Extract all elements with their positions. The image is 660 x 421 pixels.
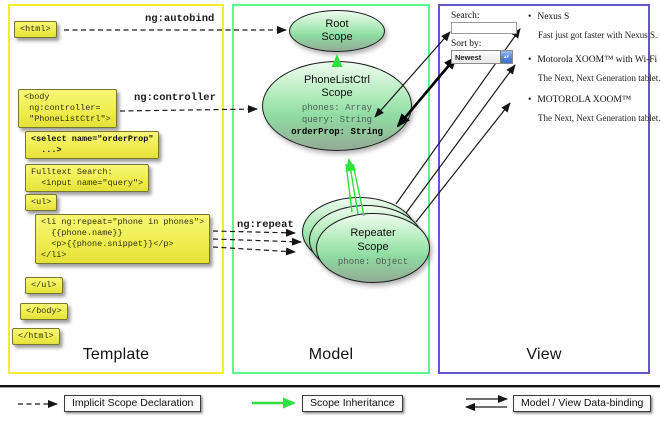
phonelistctrl-scope-title: PhoneListCtrl Scope xyxy=(303,73,371,99)
model-column-label: Model xyxy=(308,346,354,363)
code-html-close: </html> xyxy=(12,328,60,346)
code-body-open: <body ng:controller= "PhoneListCtrl"> xyxy=(18,89,117,129)
legend-implicit-scope-declaration: Implicit Scope Declaration xyxy=(64,395,202,412)
code-li-repeat: <li ng:repeat="phone in phones"> {{phone… xyxy=(35,214,211,265)
list-item-title: • MOTOROLA XOOM™ xyxy=(528,95,631,105)
ng-repeat-label: ng:repeat xyxy=(237,219,294,231)
item-3-snippet: The Next, Next Generation tablet. xyxy=(538,113,660,123)
sort-dropdown[interactable]: Newest ▴▾ xyxy=(451,50,513,64)
code-ul-open: <ul> xyxy=(25,194,58,212)
code-body-close: </body> xyxy=(20,303,68,321)
view-column-label: View xyxy=(526,346,562,363)
phonelistctrl-scope-ellipse: PhoneListCtrl Scope phones: Array query:… xyxy=(262,61,412,151)
ng-autobind-label: ng:autobind xyxy=(145,13,215,25)
code-html-open: <html> xyxy=(14,21,57,39)
legend-model-view-data-binding: Model / View Data-binding xyxy=(513,395,652,412)
template-column-label: Template xyxy=(82,346,150,363)
model-column: Model xyxy=(232,4,430,374)
list-item-title: • Nexus S xyxy=(528,12,569,22)
root-scope-title: Root Scope xyxy=(321,17,353,43)
sort-by-label: Sort by: xyxy=(451,39,482,49)
code-fulltext: Fulltext Search: <input name="query"> xyxy=(25,164,150,193)
code-ul-close: </ul> xyxy=(25,277,63,295)
prop-query: query: String xyxy=(301,114,373,125)
prop-orderprop: orderProp: String xyxy=(291,126,383,137)
repeater-scope-title: Repeater Scope xyxy=(350,227,396,253)
legend-scope-inheritance: Scope Inheritance xyxy=(302,395,403,412)
bullet-icon: • xyxy=(528,55,532,65)
select-stepper-icon: ▴▾ xyxy=(500,51,512,63)
prop-phones: phones: Array xyxy=(301,103,373,114)
legend-separator xyxy=(0,385,660,388)
root-scope-ellipse: Root Scope xyxy=(289,10,385,52)
list-item-title: • Motorola XOOM™ with Wi-Fi xyxy=(528,55,657,65)
bullet-icon: • xyxy=(528,95,532,105)
item-2-snippet: The Next, Next Generation tablet. xyxy=(538,73,660,83)
prop-phone: phone: Object xyxy=(337,256,409,267)
bullet-icon: • xyxy=(528,12,532,22)
item-1-snippet: Fast just got faster with Nexus S. xyxy=(538,30,658,40)
search-label: Search: xyxy=(451,11,480,21)
sort-dropdown-value: Newest xyxy=(455,52,482,62)
repeater-scope-ellipse-front: Repeater Scope phone: Object xyxy=(316,213,430,283)
item-2-title: Motorola XOOM™ with Wi-Fi xyxy=(537,55,658,65)
item-1-title: Nexus S xyxy=(537,12,570,22)
code-select: <select name="orderProp" ...> xyxy=(25,131,160,160)
item-3-title: MOTOROLA XOOM™ xyxy=(537,95,632,105)
legend-binding-arrows xyxy=(465,395,508,411)
phonelistctrl-scope-props: phones: Array query: String orderProp: S… xyxy=(291,103,383,138)
search-input[interactable] xyxy=(451,22,517,34)
ng-controller-label: ng:controller xyxy=(134,92,216,104)
